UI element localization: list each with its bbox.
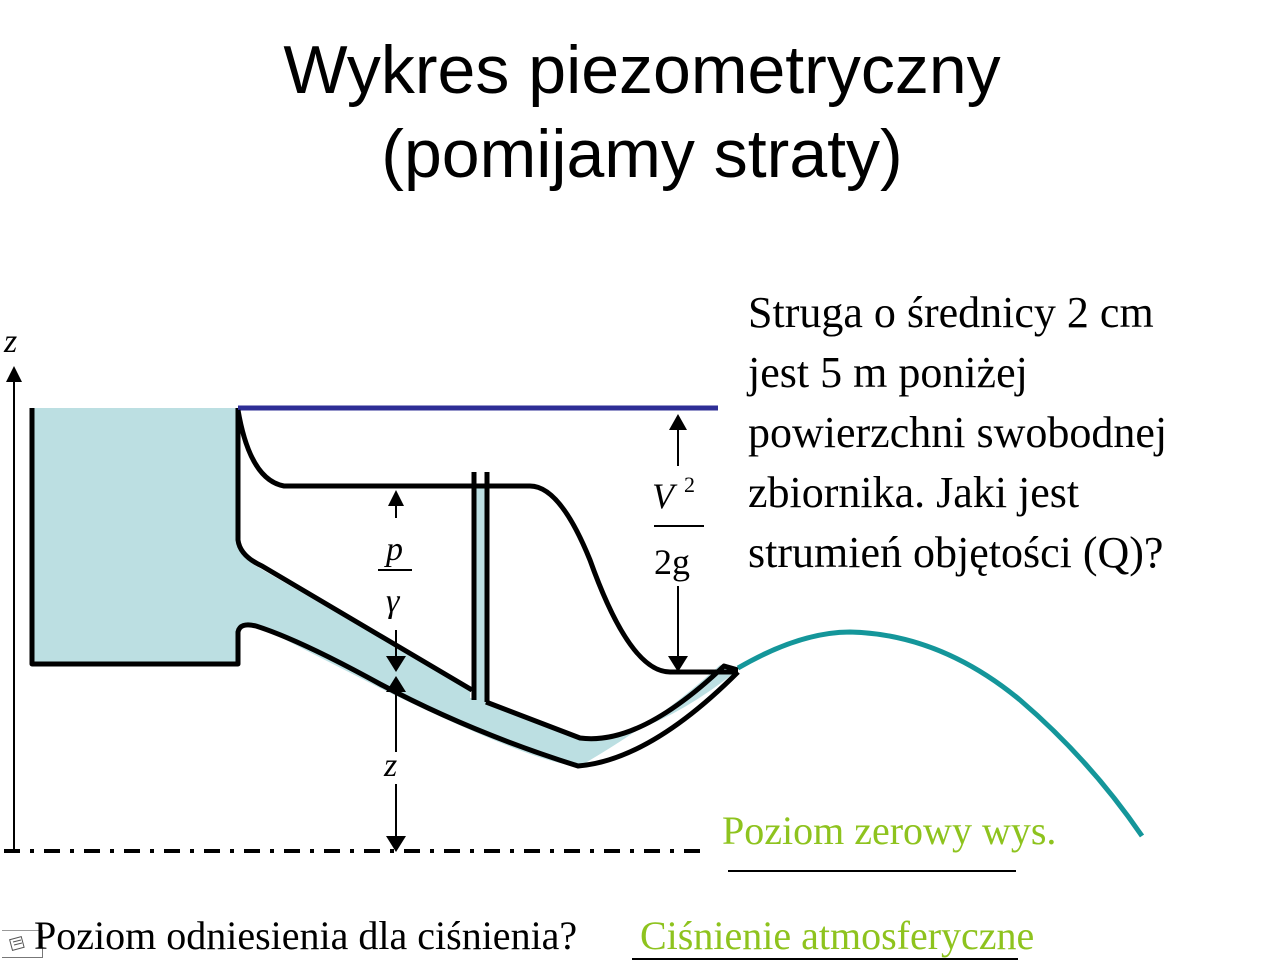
elevation-label: z xyxy=(383,747,397,784)
hydraulic-grade-line xyxy=(235,409,738,675)
question-line-2: jest 5 m poniżej xyxy=(748,348,1028,397)
title-line-1: Wykres piezometryczny xyxy=(283,32,1001,108)
question-line-1: Struga o średnicy 2 cm xyxy=(748,288,1154,337)
slide-note-icon[interactable] xyxy=(2,930,43,958)
question-line-5: strumień objętości (Q)? xyxy=(748,528,1164,577)
pipe-upper-wall xyxy=(235,408,474,693)
zero-level-blank-line xyxy=(728,870,1016,872)
zero-level-answer: Poziom zerowy wys. xyxy=(722,808,1057,853)
piezometer-water xyxy=(474,486,486,700)
tank-outline xyxy=(29,408,740,769)
answer-blank-line xyxy=(632,958,1018,960)
question-line-4: zbiornika. Jaki jest xyxy=(748,468,1080,517)
pressure-reference-answer: Ciśnienie atmosferyczne xyxy=(640,913,1035,958)
velocity-denominator: 2g xyxy=(654,542,690,582)
pressure-reference-question: Poziom odniesienia dla ciśnienia? xyxy=(34,913,578,958)
z-axis-label: z xyxy=(3,323,17,360)
tank-and-pipe-water xyxy=(32,408,738,766)
pipe-upper-wall-2 xyxy=(485,663,739,742)
pressure-head-annotation: p γ xyxy=(378,490,412,672)
velocity-numerator: V xyxy=(652,476,678,516)
pressure-denominator: γ xyxy=(386,583,401,620)
problem-statement: Struga o średnicy 2 cm jest 5 m poniżej … xyxy=(748,283,1268,583)
notes-icon xyxy=(9,936,25,951)
title-line-2: (pomijamy straty) xyxy=(381,116,903,192)
elevation-head-annotation: z xyxy=(383,676,406,852)
velocity-exponent: 2 xyxy=(684,472,695,497)
question-line-3: powierzchni swobodnej xyxy=(748,408,1168,457)
pressure-numerator: p xyxy=(384,531,403,568)
jet-trajectory xyxy=(736,629,1145,838)
velocity-head-annotation: V 2 2g xyxy=(652,414,704,672)
z-axis: z xyxy=(3,323,22,852)
slide-title: Wykres piezometryczny (pomijamy straty) xyxy=(0,28,1284,196)
